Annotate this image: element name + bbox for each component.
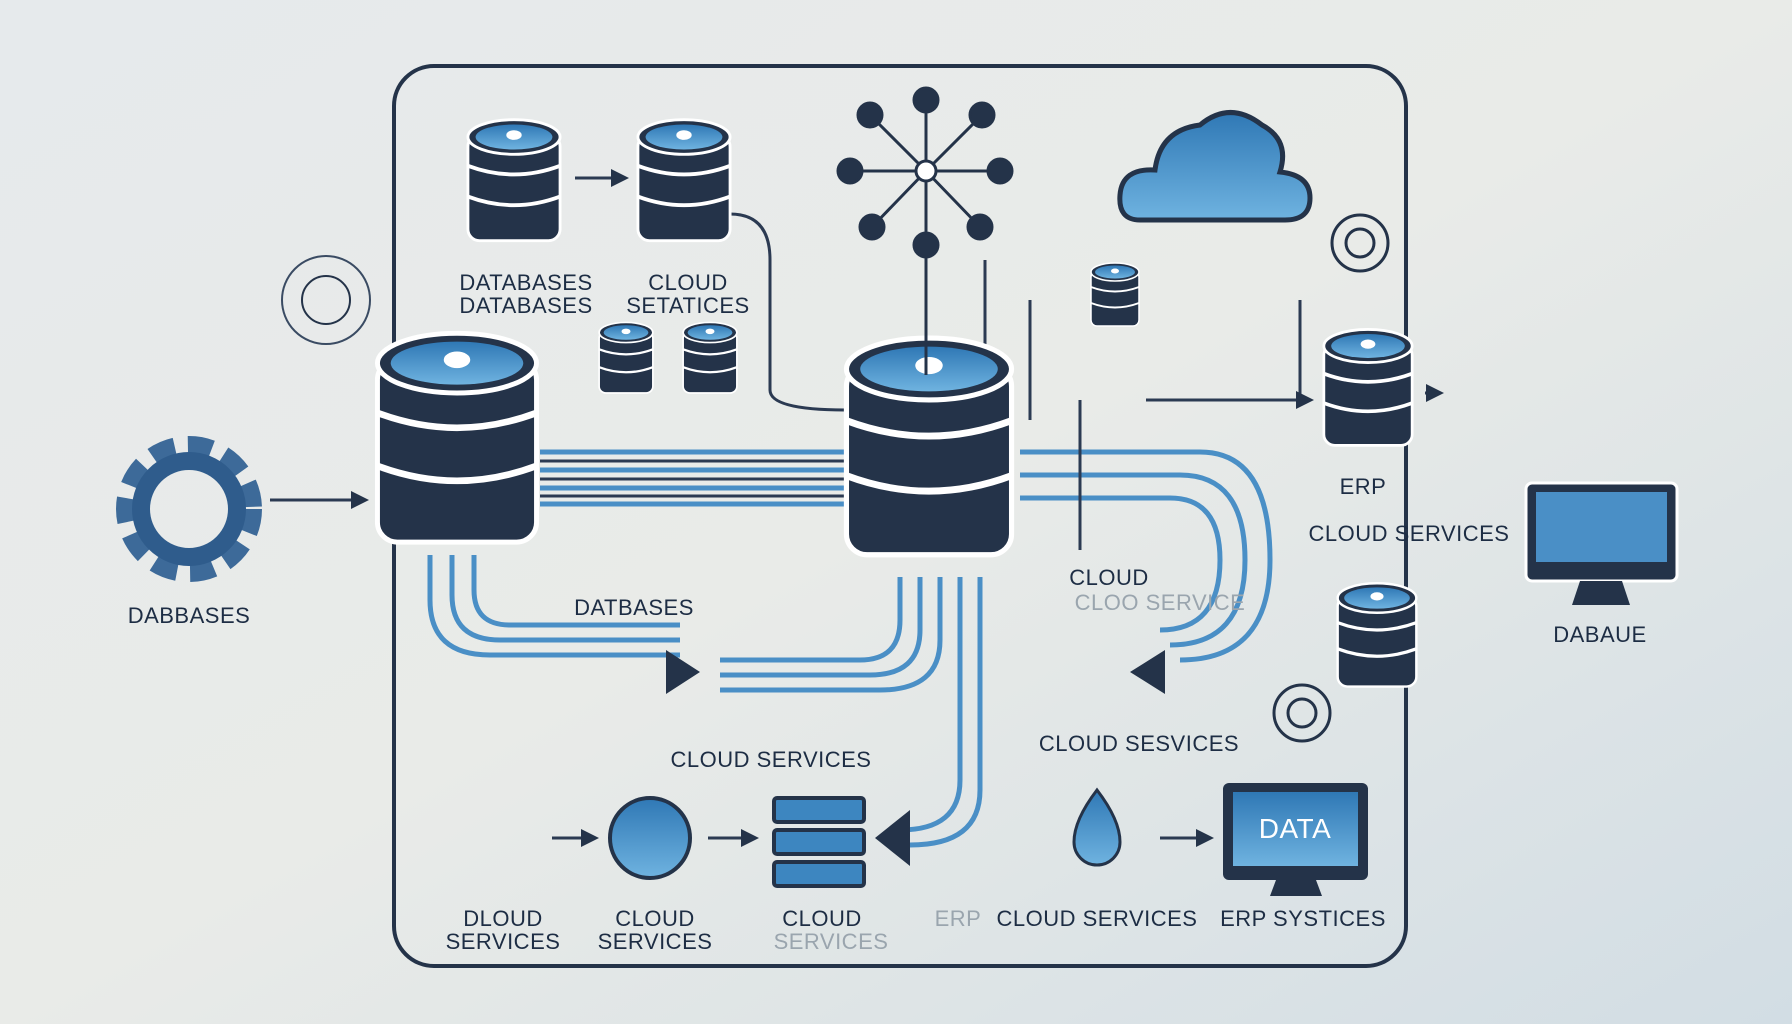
label: DATA bbox=[1259, 813, 1332, 844]
database-icon bbox=[1336, 581, 1418, 689]
label: DABBASES bbox=[128, 603, 251, 628]
arrow-icon bbox=[666, 650, 700, 694]
arrow-icon bbox=[875, 810, 910, 866]
label: ERP bbox=[935, 906, 982, 931]
data-flow-lines bbox=[270, 169, 1444, 866]
label: CLOUD bbox=[1069, 565, 1149, 590]
label: DABAUE bbox=[1553, 622, 1646, 647]
label: CLOUD bbox=[615, 906, 695, 931]
database-small-icon bbox=[1090, 261, 1140, 328]
label: CLOUD bbox=[648, 270, 728, 295]
database-large-icon bbox=[377, 333, 536, 542]
label: CLOO SERVICE bbox=[1075, 590, 1246, 615]
cloud-icon bbox=[1117, 110, 1313, 223]
label: DATABASES bbox=[459, 293, 592, 318]
label: CLOUD SERVICES bbox=[1309, 521, 1510, 546]
water-drop-icon bbox=[1072, 787, 1122, 867]
label: CLOUD SERVICES bbox=[997, 906, 1198, 931]
target-icon bbox=[281, 213, 1390, 743]
data-monitor-icon bbox=[1223, 783, 1368, 896]
label: DATABASES bbox=[459, 270, 592, 295]
database-small-icon bbox=[598, 321, 654, 395]
labels: DATABASES DATABASES CLOUD SETATICES DABB… bbox=[128, 270, 1647, 954]
database-erp-icon bbox=[1324, 329, 1412, 445]
database-icon bbox=[468, 120, 560, 241]
label: ERP SYSTICES bbox=[1220, 906, 1386, 931]
gear-icon bbox=[116, 436, 262, 582]
label: SERVICES bbox=[598, 929, 713, 954]
label: CLOUD bbox=[782, 906, 862, 931]
server-stack-icon bbox=[772, 796, 866, 888]
database-small-icon bbox=[682, 321, 738, 395]
database-icon bbox=[638, 120, 730, 241]
label: SETATICES bbox=[626, 293, 749, 318]
arrow-icon bbox=[1130, 650, 1165, 694]
network-hub-icon bbox=[836, 86, 1014, 375]
monitor-icon bbox=[1524, 481, 1679, 605]
label: CLOUD SERVICES bbox=[671, 747, 872, 772]
label: SERVICES bbox=[446, 929, 561, 954]
label: SERVICES bbox=[774, 929, 889, 954]
label: DLOUD bbox=[463, 906, 543, 931]
database-large-icon bbox=[846, 338, 1011, 555]
globe-icon bbox=[608, 796, 692, 880]
label: ERP bbox=[1340, 474, 1387, 499]
label: DATBASES bbox=[574, 595, 694, 620]
label: CLOUD SESVICES bbox=[1039, 731, 1239, 756]
